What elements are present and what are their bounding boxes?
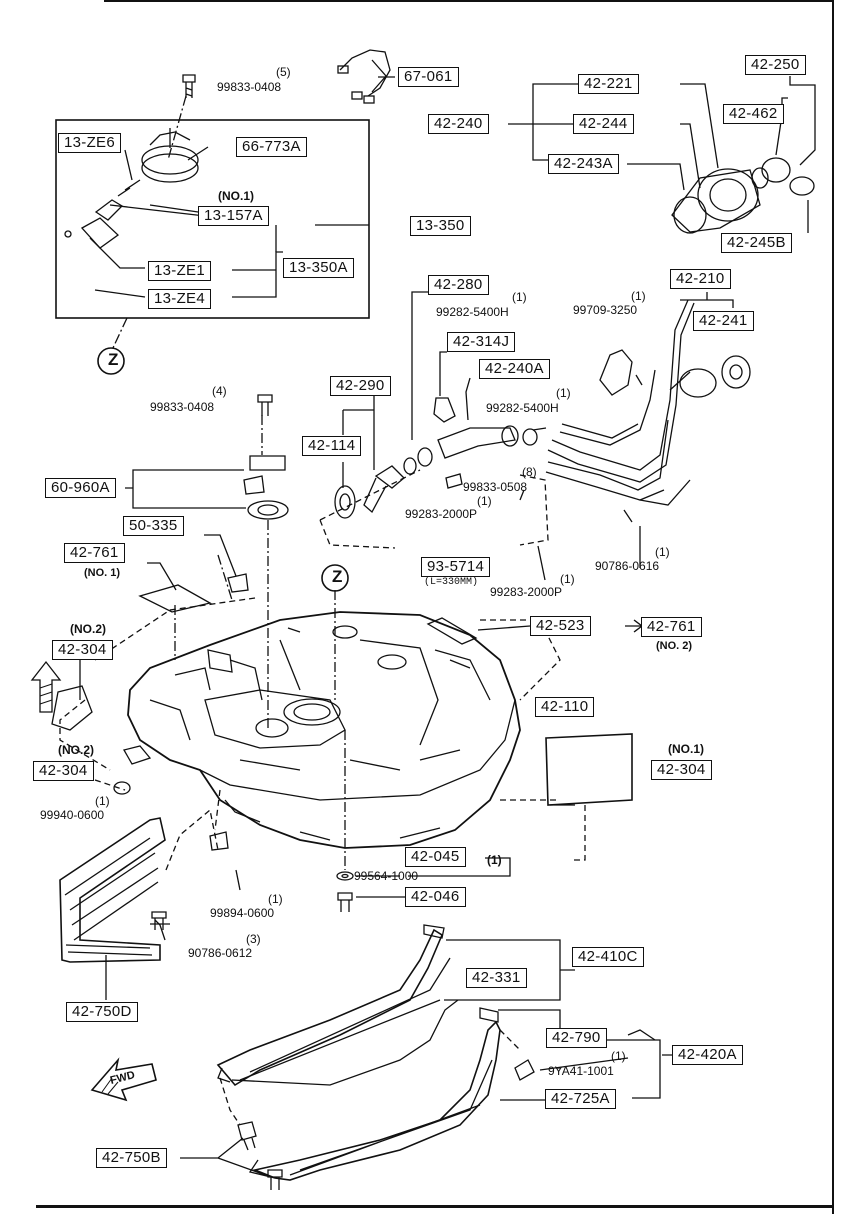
callout-42-045[interactable]: 42-045 <box>405 847 466 867</box>
frame-top-rule <box>104 0 832 2</box>
part-99283-2000P-a: 99283-2000P <box>405 507 478 521</box>
callout-42-725A[interactable]: 42-725A <box>545 1089 616 1109</box>
callout-50-335[interactable]: 50-335 <box>123 516 184 536</box>
callout-42-245B[interactable]: 42-245B <box>721 233 792 253</box>
frame-right-rule <box>832 0 834 1214</box>
qty-1-a: (1) <box>512 290 527 304</box>
callout-42-304-no2-upper[interactable]: 42-304 <box>52 640 113 660</box>
qty-1-j: (1) <box>611 1049 626 1063</box>
qty-4: (4) <box>212 384 227 398</box>
qty-1-f: (1) <box>560 572 575 586</box>
qty-1-c: (1) <box>556 386 571 400</box>
callout-13-ZE1[interactable]: 13-ZE1 <box>148 261 211 281</box>
note-no1-c: (NO.1) <box>668 742 704 756</box>
callout-13-350[interactable]: 13-350 <box>410 216 471 236</box>
callout-42-110[interactable]: 42-110 <box>535 697 595 717</box>
callout-42-241[interactable]: 42-241 <box>693 311 754 331</box>
qty-3: (3) <box>246 932 261 946</box>
part-99940-0600: 99940-0600 <box>40 808 105 822</box>
callout-42-244[interactable]: 42-244 <box>573 114 634 134</box>
qty-1-g: (1) <box>95 794 110 808</box>
callout-42-243A[interactable]: 42-243A <box>548 154 619 174</box>
part-99833-0408-mid: 99833-0408 <box>150 400 215 414</box>
callout-13-ZE6[interactable]: 13-ZE6 <box>58 133 121 153</box>
qty-8: (8) <box>522 465 537 479</box>
hose-length-note: (L=330MM) <box>424 577 479 588</box>
part-99894-0600: 99894-0600 <box>210 906 275 920</box>
frame-bottom-rule <box>36 1205 832 1208</box>
callout-42-046[interactable]: 42-046 <box>405 887 466 907</box>
note-no1-b: (NO. 1) <box>84 567 121 579</box>
marker-z-upper: Z <box>108 350 119 369</box>
callout-42-250[interactable]: 42-250 <box>745 55 806 75</box>
marker-z-lower: Z <box>332 567 343 586</box>
callout-42-221[interactable]: 42-221 <box>578 74 639 94</box>
callout-42-331[interactable]: 42-331 <box>466 968 527 988</box>
part-9YA41-1001: 9YA41-1001 <box>548 1064 614 1078</box>
callout-13-157A[interactable]: 13-157A <box>198 206 269 226</box>
callout-42-210[interactable]: 42-210 <box>670 269 731 289</box>
callout-66-773A[interactable]: 66-773A <box>236 137 307 157</box>
callout-42-761-no1[interactable]: 42-761 <box>64 543 125 563</box>
callout-42-410C[interactable]: 42-410C <box>572 947 644 967</box>
callout-42-304-no2-lower[interactable]: 42-304 <box>33 761 94 781</box>
callout-42-790[interactable]: 42-790 <box>546 1028 607 1048</box>
note-no2-a: (NO. 2) <box>656 640 693 652</box>
callout-42-290[interactable]: 42-290 <box>330 376 391 396</box>
callout-42-761-no2[interactable]: 42-761 <box>641 617 702 637</box>
callout-42-462[interactable]: 42-462 <box>723 104 784 124</box>
callout-42-240[interactable]: 42-240 <box>428 114 489 134</box>
part-99282-5400H-a: 99282-5400H <box>436 305 509 319</box>
qty-1-i: (1) <box>268 892 283 906</box>
part-90786-0616: 90786-0616 <box>595 559 660 573</box>
qty-1-d: (1) <box>477 494 492 508</box>
callout-42-750D[interactable]: 42-750D <box>66 1002 138 1022</box>
callout-67-061[interactable]: 67-061 <box>398 67 459 87</box>
callout-42-114[interactable]: 42-114 <box>302 436 362 456</box>
qty-1-h: (1) <box>487 853 502 867</box>
part-99282-5400H-b: 99282-5400H <box>486 401 559 415</box>
callout-42-280[interactable]: 42-280 <box>428 275 489 295</box>
part-99709-3250: 99709-3250 <box>573 303 638 317</box>
callout-13-ZE4[interactable]: 13-ZE4 <box>148 289 211 309</box>
part-99833-0508: 99833-0508 <box>463 480 528 494</box>
callout-42-523[interactable]: 42-523 <box>530 616 591 636</box>
note-no2-b: (NO.2) <box>70 622 106 636</box>
part-99283-2000P-b: 99283-2000P <box>490 585 563 599</box>
part-99833-0408-top: 99833-0408 <box>217 80 282 94</box>
callout-42-420A[interactable]: 42-420A <box>672 1045 743 1065</box>
callout-93-5714[interactable]: 93-5714 <box>421 557 491 577</box>
callout-60-960A[interactable]: 60-960A <box>45 478 116 498</box>
callout-13-350A[interactable]: 13-350A <box>283 258 354 278</box>
callout-42-304-no1[interactable]: 42-304 <box>651 760 712 780</box>
callout-42-750B[interactable]: 42-750B <box>96 1148 167 1168</box>
callout-42-240A[interactable]: 42-240A <box>479 359 550 379</box>
callout-42-314J[interactable]: 42-314J <box>447 332 516 352</box>
part-99564-1000: 99564-1000 <box>354 869 419 883</box>
part-90786-0612: 90786-0612 <box>188 946 253 960</box>
qty-5: (5) <box>276 65 291 79</box>
pump-module-outline <box>55 119 370 319</box>
qty-1-e: (1) <box>655 545 670 559</box>
note-no1-a: (NO.1) <box>218 189 254 203</box>
note-no2-c: (NO.2) <box>58 743 94 757</box>
qty-1-b: (1) <box>631 289 646 303</box>
